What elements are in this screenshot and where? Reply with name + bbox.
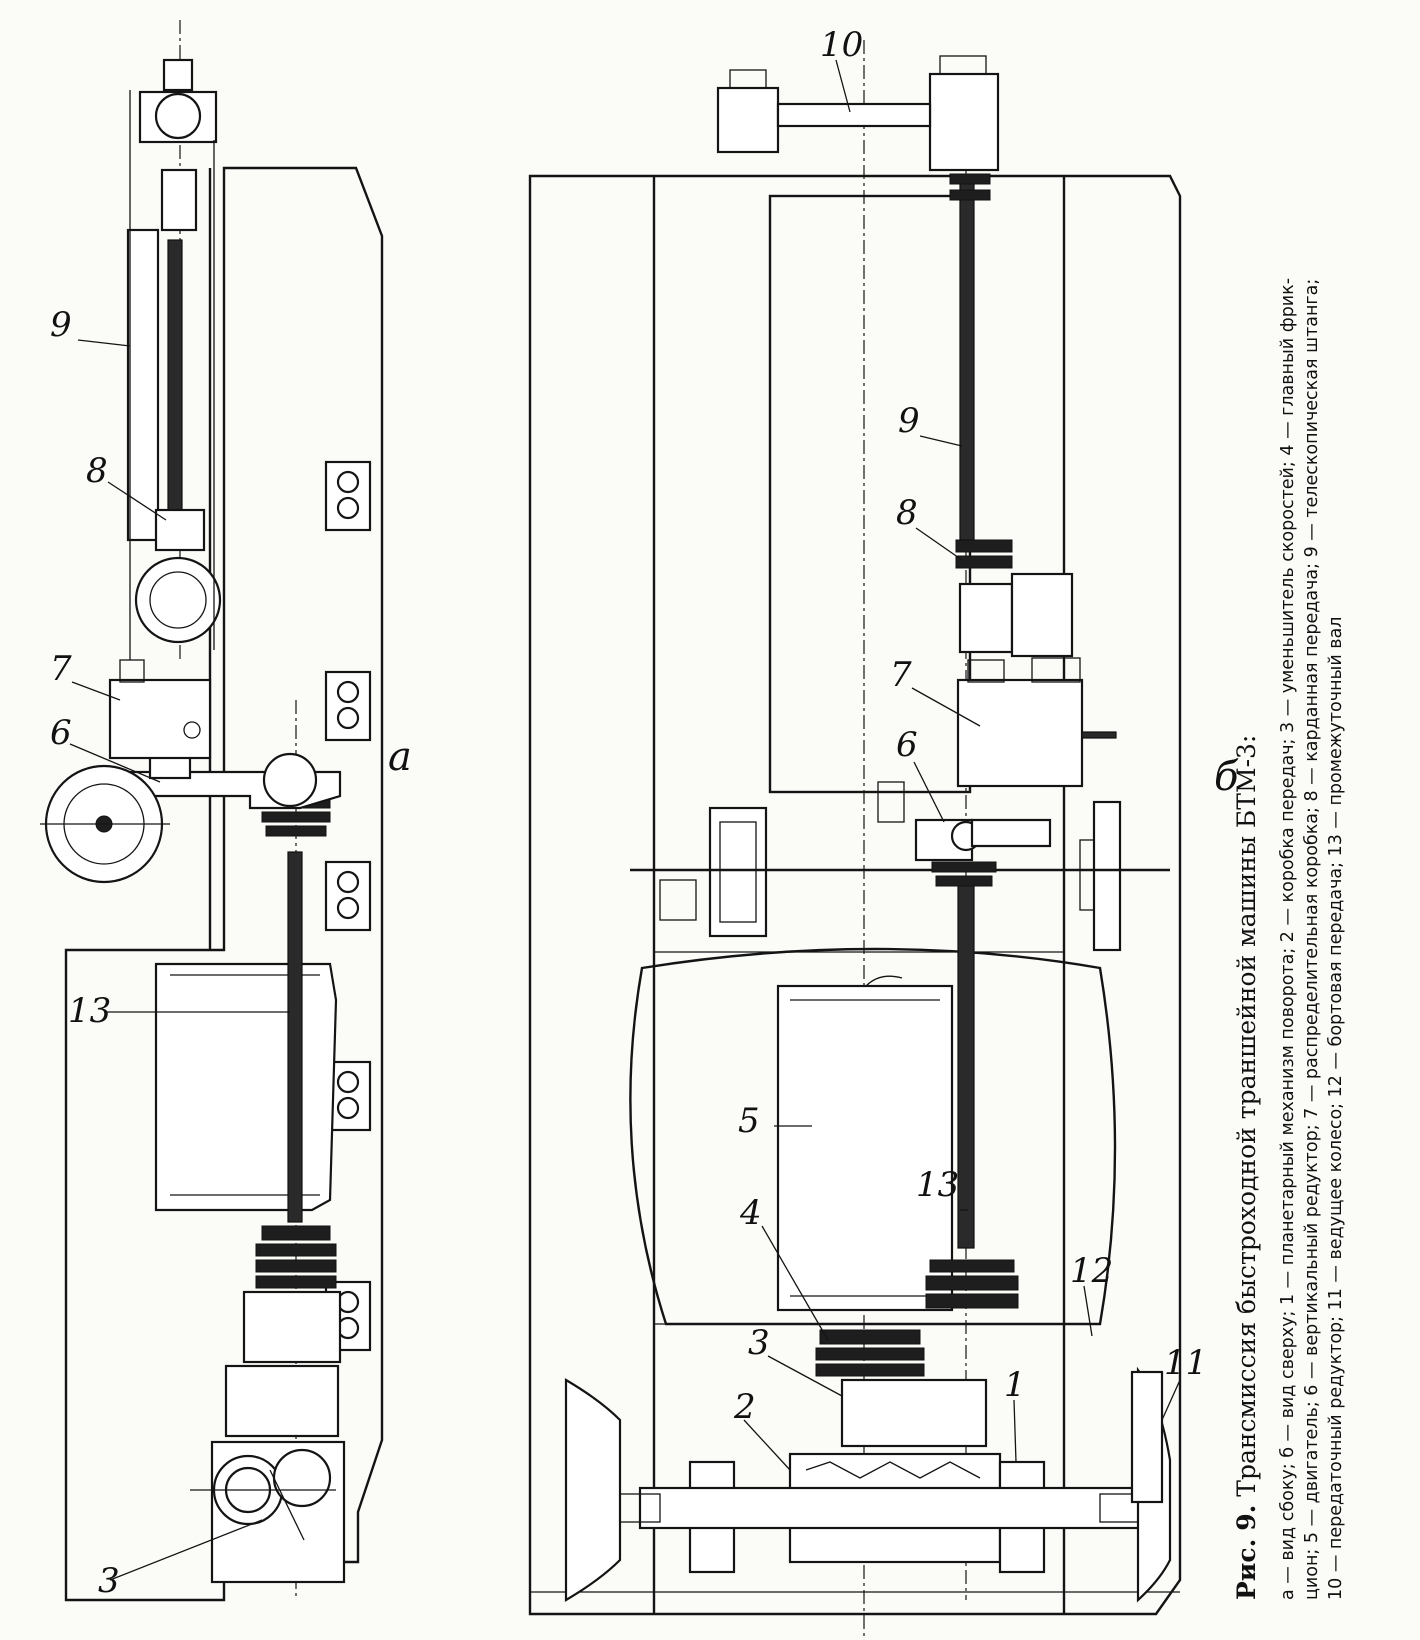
leader-3-side: [109, 1519, 263, 1581]
leader-4-top: [761, 1225, 829, 1341]
top-side-gear-housing: [630, 781, 1170, 938]
leader-6-side: [69, 743, 161, 783]
leader-3-top: [767, 1355, 843, 1397]
road-wheel-brackets: [324, 460, 372, 1352]
leader-8-side: [107, 481, 167, 521]
top-working-opening: [768, 194, 972, 794]
top-view-letter: б: [1214, 754, 1239, 800]
caption-title: Рис. 9. Трансмиссия быстроходной траншей…: [1232, 735, 1261, 1600]
top-rear-assembly: [599, 1452, 1162, 1574]
side-view-letter: а: [388, 734, 412, 780]
top-engine: [776, 975, 954, 1312]
top-vertical-reducer: [914, 818, 1052, 887]
road-wheel-bracket: [324, 460, 372, 532]
top-drive-wheels: [564, 1366, 1172, 1603]
leader-10-top: [835, 59, 851, 113]
top-main-clutch: [815, 1259, 1019, 1448]
leader-11-top: [1161, 1379, 1181, 1421]
caption-prefix: Рис.: [1232, 1539, 1261, 1600]
top-hull-outer: [528, 174, 1182, 1616]
side-engine-block: [154, 962, 338, 1212]
label-12-top: 12: [1070, 1251, 1113, 1291]
side-drum: [40, 764, 170, 884]
top-view: б 2 1 3 4 5 13 12 11 6 7 8 9 10: [528, 25, 1239, 1640]
caption-legend-line-3: 10 — передаточный редуктор; 11 — ведущее…: [1326, 617, 1346, 1601]
leader-8-top: [915, 527, 963, 561]
label-8-top: 8: [896, 493, 918, 533]
side-final-drive: [190, 1440, 346, 1584]
top-cardan: [955, 539, 1074, 658]
label-4-top: 4: [739, 1193, 762, 1233]
caption-number: 9.: [1232, 1505, 1261, 1531]
side-boom: [126, 58, 222, 660]
top-distribution-box: [956, 657, 1117, 788]
caption-legend-line-1: а — вид сбоку; б — вид сверху; 1 — плане…: [1278, 278, 1298, 1600]
road-wheel-bracket: [324, 860, 372, 932]
label-10-top: 10: [820, 25, 863, 65]
label-11-top: 11: [1164, 1343, 1207, 1383]
leader-1-top: [1013, 1399, 1017, 1463]
top-intermediate-shaft: [957, 877, 975, 1249]
leader-2-top: [743, 1419, 791, 1471]
top-transfer-gearbox: [716, 55, 1000, 201]
road-wheel-bracket: [324, 670, 372, 742]
leader-9-side: [77, 339, 131, 347]
label-7-side: 7: [50, 649, 72, 689]
side-view: а 3 13 6 7 8 9: [40, 20, 412, 1602]
label-2-top: 2: [733, 1387, 756, 1427]
leader-9-top: [919, 435, 963, 447]
caption-text: Трансмиссия быстроходной траншейной маши…: [1232, 735, 1261, 1497]
side-distribution-box: [108, 659, 212, 760]
label-1-top: 1: [1004, 1365, 1026, 1405]
leader-6-top: [913, 761, 945, 823]
side-intermediate-shaft: [287, 851, 303, 1223]
side-clutch-stack: [224, 1225, 342, 1438]
side-vertical-reducer: [128, 752, 342, 810]
label-13-top: 13: [916, 1165, 959, 1205]
label-9-side: 9: [50, 305, 72, 345]
leader-7-side: [71, 681, 121, 701]
figure-caption: Рис. 9. Трансмиссия быстроходной траншей…: [1232, 278, 1346, 1600]
caption-legend-line-2: цион; 5 — двигатель; 6 — вертикальный ре…: [1302, 279, 1322, 1600]
label-7-top: 7: [890, 655, 912, 695]
top-telescopic-rod: [959, 175, 975, 541]
label-8-side: 8: [86, 451, 108, 491]
leader-7-top: [911, 687, 981, 727]
label-13-side: 13: [68, 991, 111, 1031]
label-6-side: 6: [50, 713, 72, 753]
top-idler: [1079, 800, 1122, 952]
label-3-top: 3: [748, 1323, 770, 1363]
leader-12-top: [1083, 1285, 1093, 1337]
top-engine-compartment: [629, 947, 1117, 1326]
label-6-top: 6: [896, 725, 918, 765]
label-9-top: 9: [898, 401, 920, 441]
label-3-side: 3: [98, 1561, 120, 1601]
label-5-top: 5: [738, 1101, 760, 1141]
